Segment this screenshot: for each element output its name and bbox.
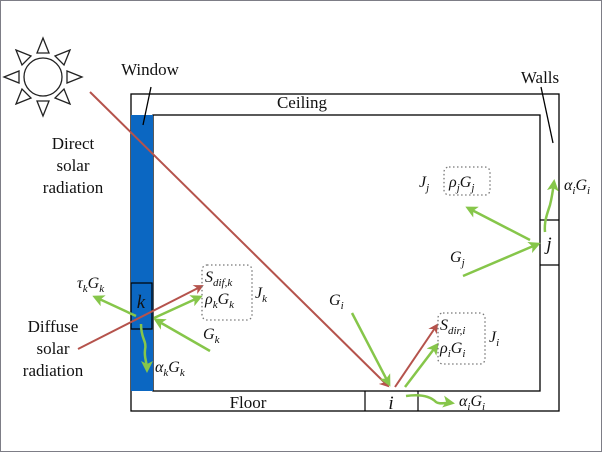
- radiosity-box-i: [437, 312, 486, 365]
- rho-k-g-k-label: ρkGk: [204, 291, 235, 311]
- window-pane: [131, 115, 153, 391]
- diffuse-radiation-label-line2: solar: [36, 339, 69, 358]
- incident-arrow-i: [350, 312, 391, 387]
- room-outline: [130, 93, 560, 412]
- direct-radiation-label-line2: solar: [56, 156, 89, 175]
- direct-radiation-label-line3: radiation: [43, 178, 104, 197]
- reflected-direct-ray: [394, 323, 439, 388]
- sun-icon: [2, 36, 84, 118]
- walls-label: Walls: [521, 68, 559, 87]
- surface-k-label: k: [137, 292, 146, 313]
- tau-k-g-k-label: τkGk: [77, 275, 105, 295]
- incident-arrow-j: [462, 242, 541, 278]
- incident-arrow-k: [153, 318, 211, 353]
- s-dif-k-label: Sdif,k: [205, 269, 233, 289]
- transmitted-arrow-k: [92, 295, 137, 318]
- radiosity-box-j: [443, 166, 491, 196]
- diffuse-radiation-label-line1: Diffuse: [28, 317, 79, 336]
- window-label: Window: [121, 60, 180, 79]
- direct-solar-ray: [89, 91, 390, 388]
- room-inner-wall: [152, 114, 541, 392]
- walls-leader-line: [540, 86, 554, 144]
- rho-j-g-j-label: ρjGj: [448, 174, 474, 194]
- ceiling-label: Ceiling: [277, 93, 328, 112]
- reflected-arrow-i: [404, 342, 439, 388]
- s-dir-i-label: Sdir,i: [440, 317, 465, 337]
- alpha-i-g-i-wall-label: αiGi: [564, 177, 590, 197]
- rho-i-g-i-label: ρiGi: [439, 340, 465, 360]
- j-k-label: Jk: [255, 285, 268, 305]
- radiosity-box-k: [201, 264, 253, 321]
- surface-j-label: j: [543, 234, 551, 255]
- g-i-label: Gi: [329, 292, 344, 312]
- direct-radiation-label-line1: Direct: [52, 134, 95, 153]
- alpha-k-g-k-label: αkGk: [155, 359, 186, 379]
- absorbed-arrow-i: [405, 394, 455, 408]
- surface-i-label: i: [388, 393, 393, 414]
- absorbed-arrow-k: [139, 323, 153, 373]
- reflected-arrow-k: [153, 295, 203, 320]
- g-j-label: Gj: [450, 249, 465, 269]
- absorbed-arrow-j: [543, 179, 559, 233]
- alpha-i-g-i-floor-label: αiGi: [459, 393, 485, 413]
- diffuse-solar-ray: [77, 285, 204, 350]
- reflected-arrow-j: [465, 206, 531, 242]
- floor-label: Floor: [230, 393, 267, 412]
- diffuse-radiation-label-line3: radiation: [23, 361, 84, 380]
- j-j-label: Jj: [419, 174, 429, 194]
- room-outer-wall: [130, 93, 560, 412]
- window-leader-line: [142, 86, 152, 126]
- g-k-label: Gk: [203, 326, 221, 346]
- j-i-label: Ji: [489, 329, 499, 349]
